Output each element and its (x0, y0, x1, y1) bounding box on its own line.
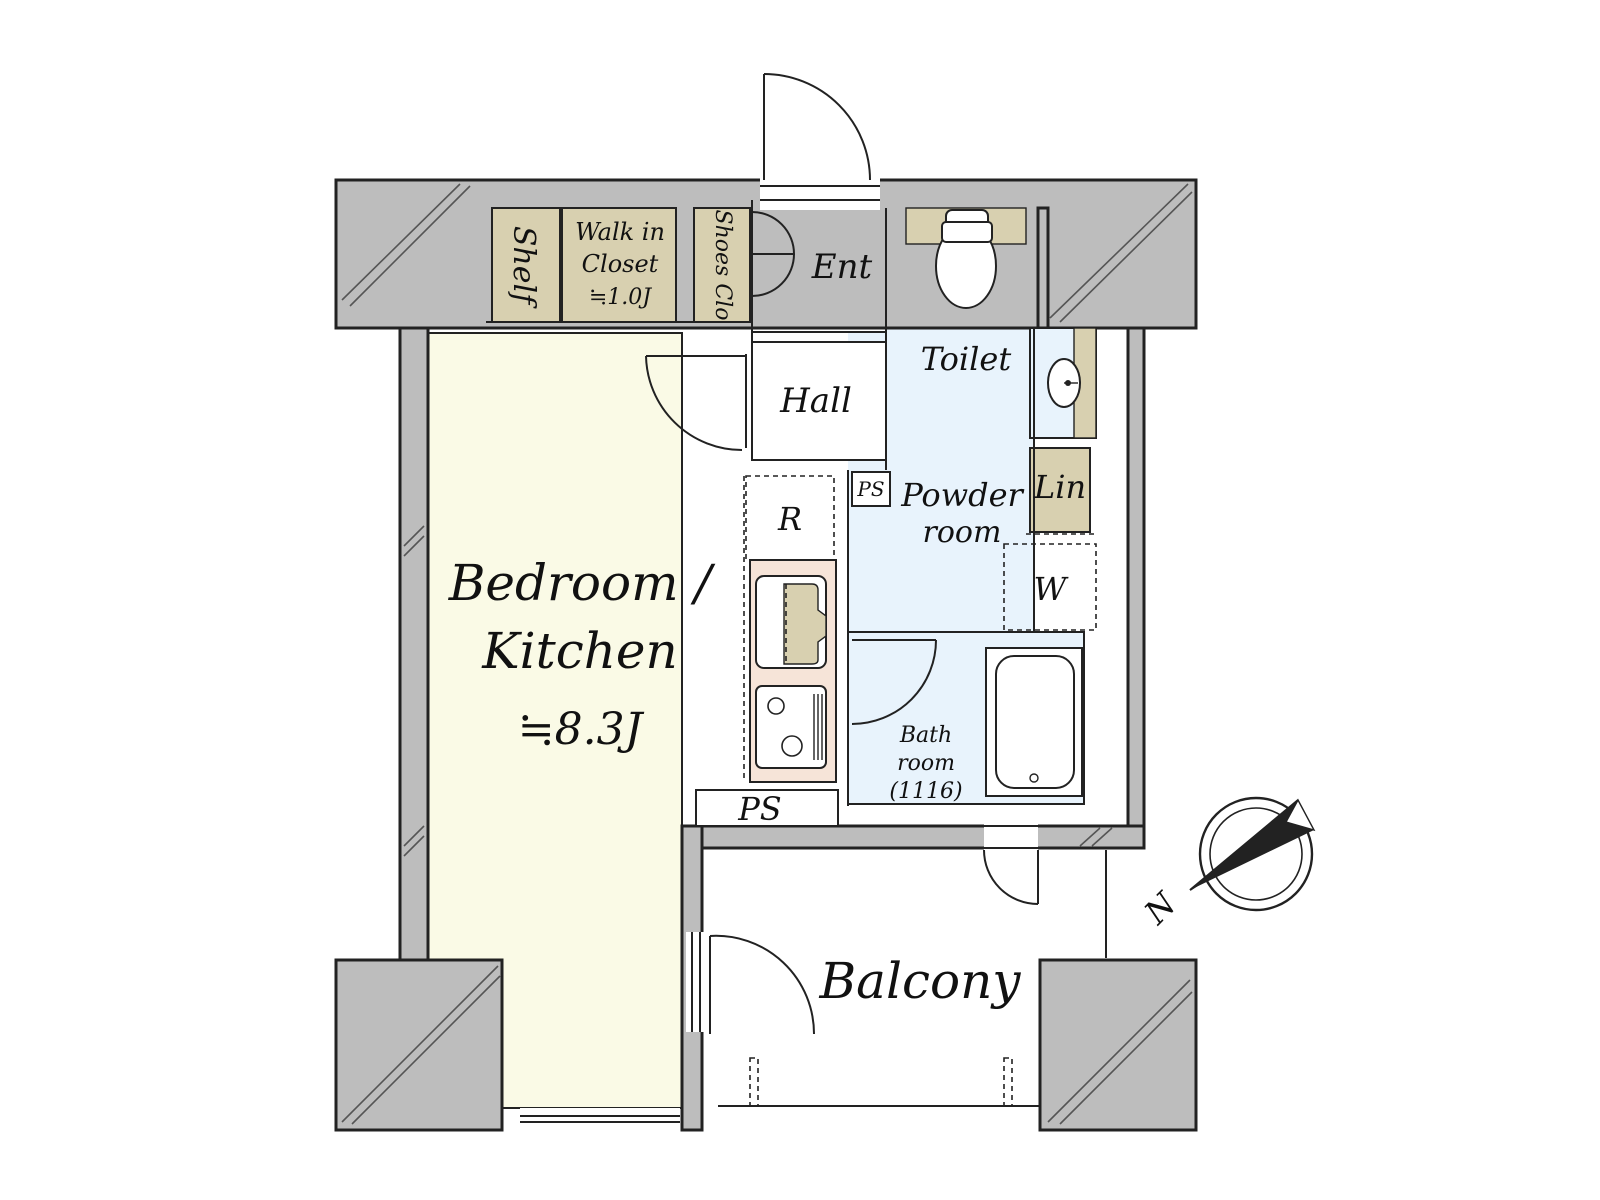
bedroom-kitchen-label-2: Kitchen (481, 622, 677, 680)
toilet-fixture (935, 209, 997, 309)
hall-label: Hall (779, 381, 852, 421)
washer-label: W (1034, 570, 1070, 608)
bath-window-opening (984, 808, 1038, 850)
ps-small-label: PS (856, 477, 884, 501)
bedroom-window (520, 1108, 680, 1130)
bathroom-size: (1116) (889, 779, 962, 804)
bathroom-label-2: room (897, 751, 955, 776)
shelf-label: Shelf (506, 226, 541, 309)
cooktop (755, 685, 827, 769)
washbasin (1047, 358, 1081, 408)
ac-unit-right (1003, 1057, 1013, 1107)
entry-door[interactable] (763, 73, 871, 181)
powder-room-label-1: Powder (900, 476, 1024, 514)
balcony-door[interactable] (709, 934, 816, 1035)
shelf-unit (491, 207, 561, 323)
bedroom-kitchen-label-1: Bedroom / (448, 554, 716, 612)
shoes-closet-label: Shoes Clo (710, 210, 735, 321)
north-compass (1189, 796, 1316, 912)
refrigerator-label: R (777, 500, 802, 538)
linen-label: Lin (1033, 468, 1086, 506)
ps-small-box (851, 471, 891, 507)
entrance-label: Ent (811, 247, 873, 287)
linen-closet (1029, 447, 1091, 533)
balcony-door-opening (686, 932, 706, 1032)
wall-hatching (341, 183, 1193, 1125)
bathtub (985, 647, 1083, 797)
kitchen-sink (755, 575, 827, 669)
ps-large-box (695, 789, 839, 827)
compass-north-label: N (1136, 884, 1184, 932)
shoes-closet-doors[interactable] (751, 211, 796, 297)
shoes-closet (693, 207, 751, 323)
walk-in-closet (561, 207, 677, 323)
bathroom-door[interactable] (851, 639, 937, 725)
walk-in-closet-label-2: Closet (582, 250, 659, 278)
toilet-label: Toilet (921, 340, 1012, 378)
bedroom-door[interactable] (645, 354, 747, 451)
walk-in-closet-label-1: Walk in (575, 218, 665, 246)
balcony-label: Balcony (818, 952, 1021, 1010)
bath-window-door[interactable] (983, 849, 1039, 905)
ac-unit-left (749, 1057, 759, 1107)
walk-in-closet-area: ≒1.0J (589, 285, 652, 310)
entry-opening (760, 176, 880, 210)
powder-room-label-2: room (923, 515, 1002, 550)
bathroom-label-1: Bath (899, 723, 952, 748)
washer-space (1003, 543, 1097, 631)
bedroom-kitchen-area: ≒8.3J (518, 704, 645, 755)
ps-large-label: PS (737, 790, 781, 828)
